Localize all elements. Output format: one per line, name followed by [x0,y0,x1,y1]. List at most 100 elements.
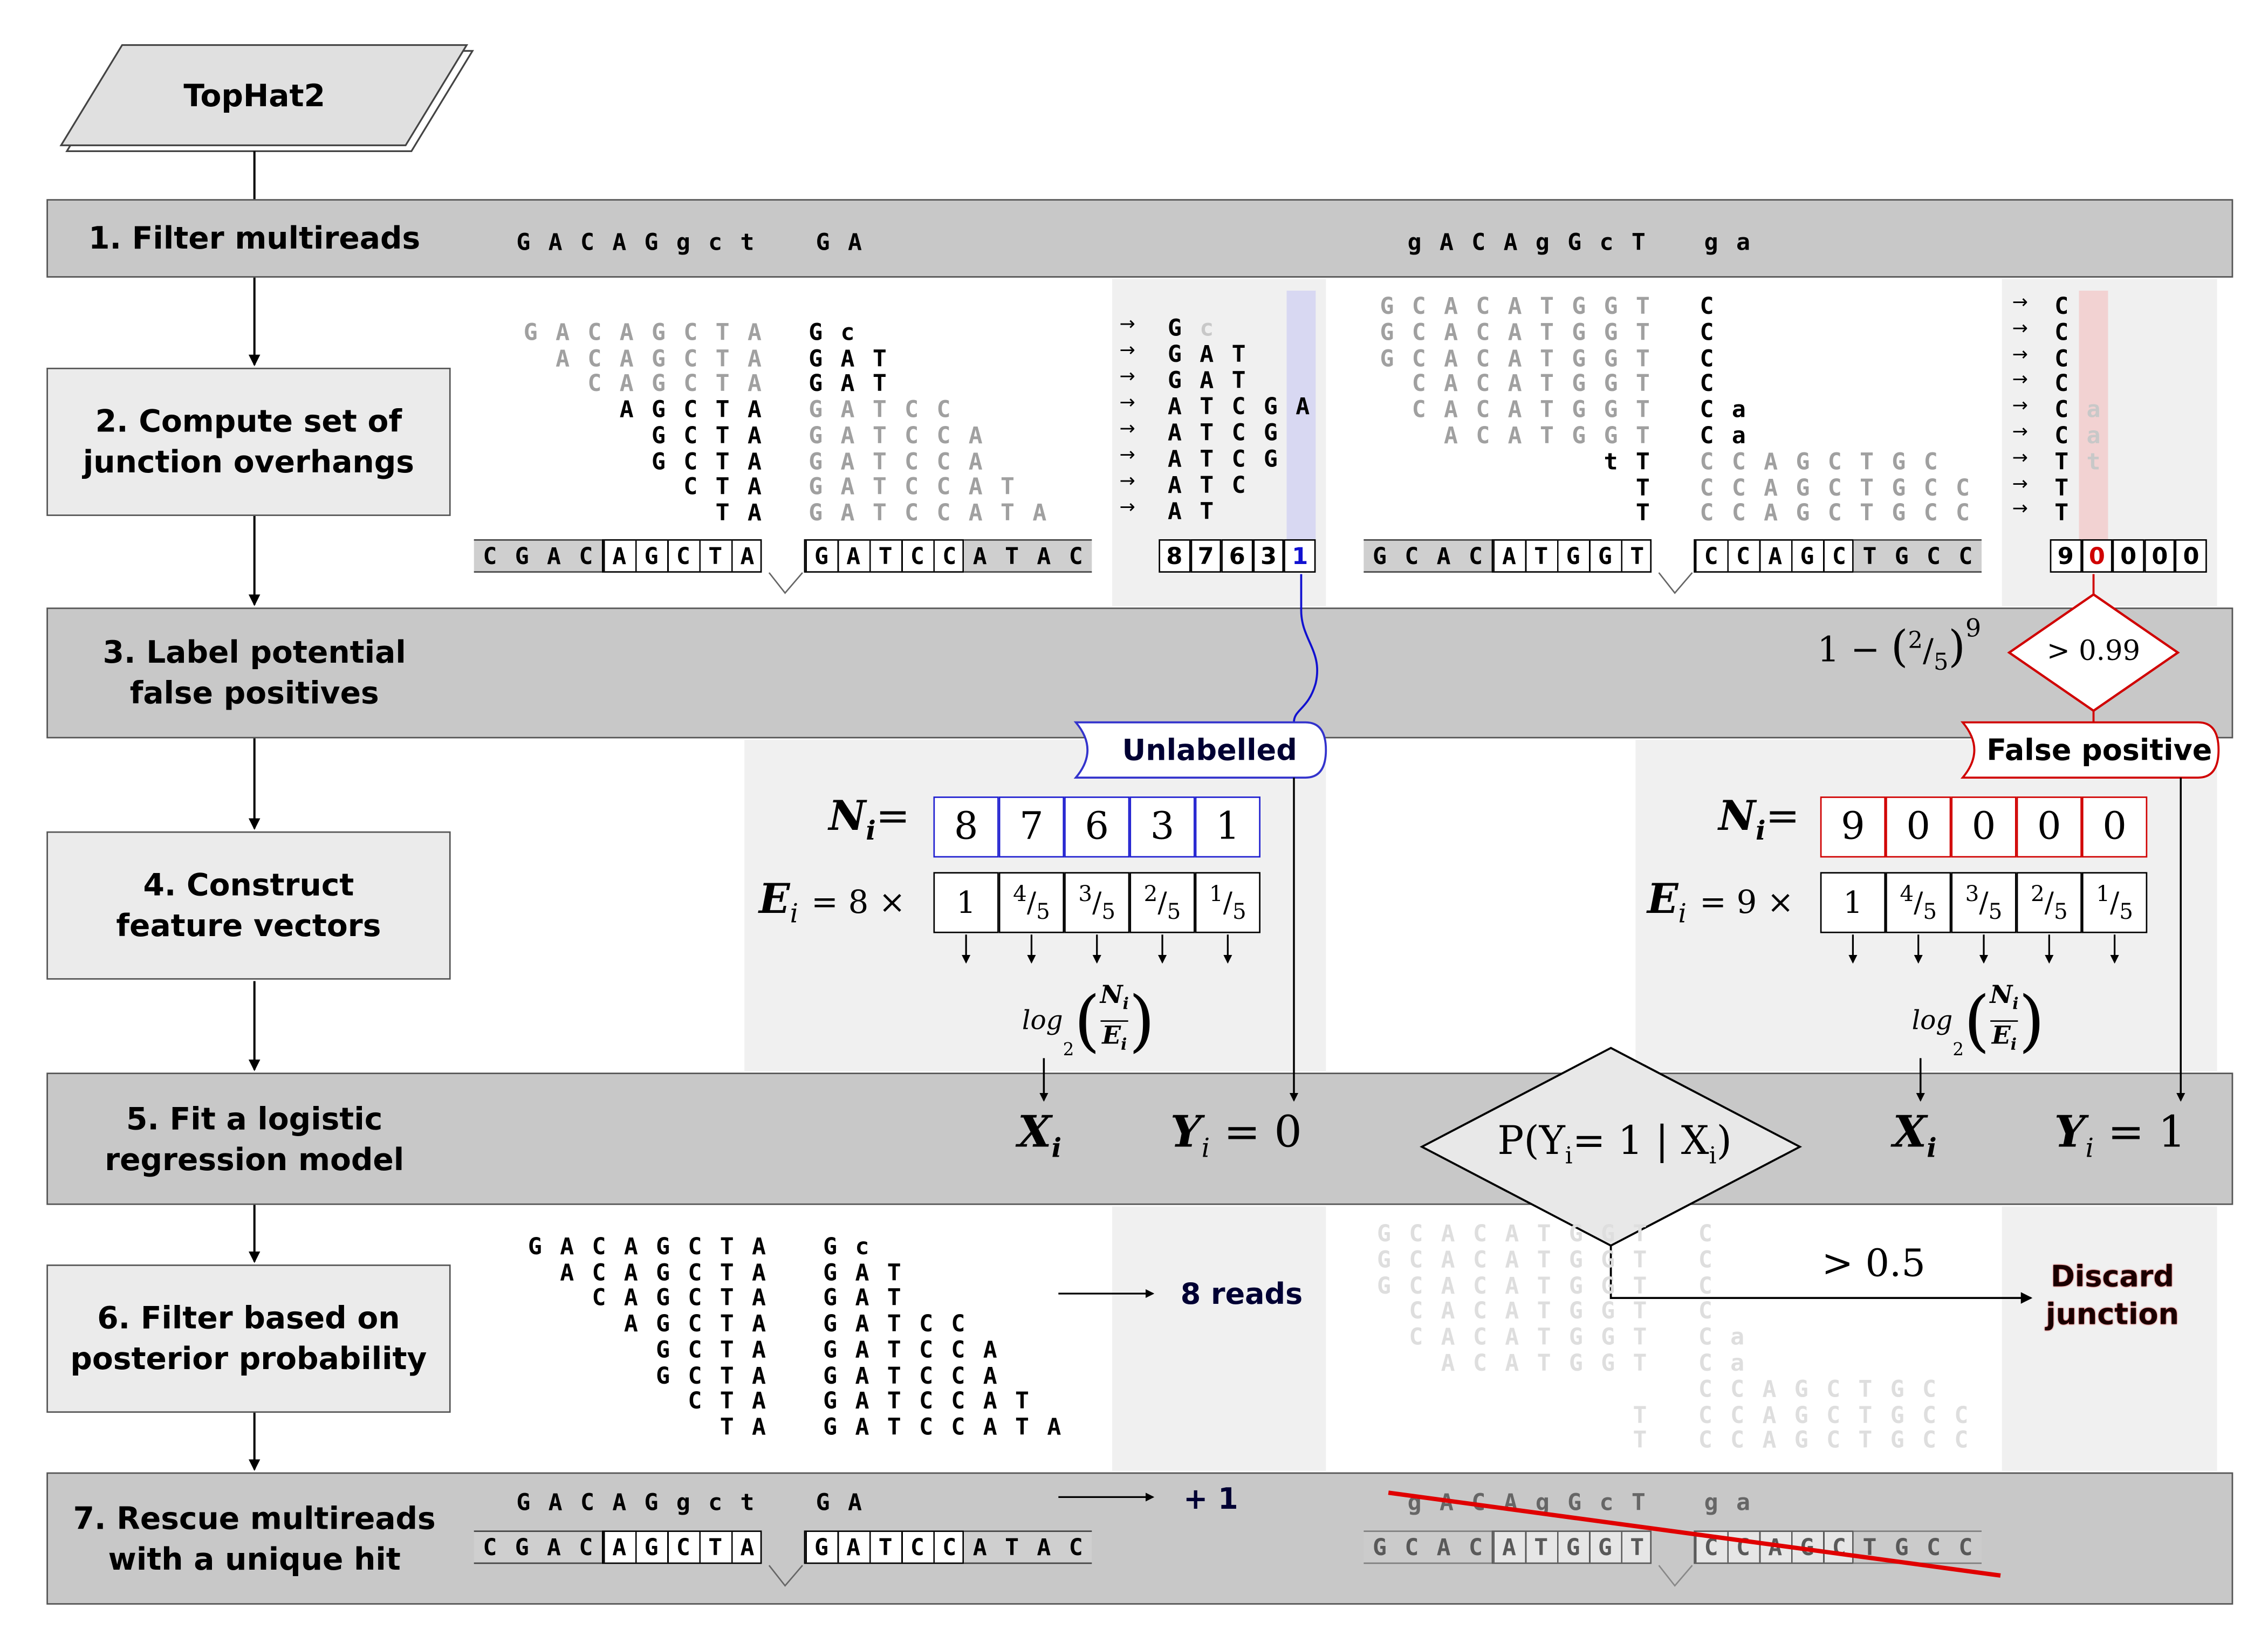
read-right-segment: CCAGCTGCC [1698,1400,1986,1428]
y-variable-b: Yi = 1 [2054,1108,2186,1164]
read-left-segment: GCACATGGT [1380,343,1668,372]
step-text: 6. Filter based on [97,1301,400,1336]
read-right-segment: GAT [823,1284,920,1312]
fraction-den: 5 [1101,898,1116,925]
step-text: junction overhangs [83,444,414,480]
read-right-segment: C [1700,292,1732,320]
read-right-segment: CCAGCTGC [1700,447,1956,475]
subscript: i [1678,899,1687,930]
read-right-segment: Ca [1698,1349,1763,1377]
step-text: with a unique hit [108,1541,401,1577]
arrow-icon: → [1119,418,1135,441]
fraction-den: 5 [1232,898,1246,925]
read-right-segment: C [1700,318,1732,346]
overhang-solid: ATC [1167,471,1264,499]
fraction-slash: / [1223,886,1232,919]
step-text: 2. Compute set of [95,404,402,439]
vector-cell: 1/5 [1195,872,1260,933]
e-label-b: Ei = 9 × [1647,875,1794,930]
fraction-num: 4 [1013,881,1027,907]
overhang-solid: T [2054,499,2087,527]
read-left-segment: ACAGCTA [556,343,780,372]
reference-right-flank: TGCC [1853,539,1982,573]
read-right-segment: Gc [808,318,873,346]
ratio-den: E [1102,1021,1121,1050]
fraction-slash: / [1914,886,1923,919]
fraction-num: 3 [1078,881,1093,907]
hit-right-segment: ga [1704,1488,1769,1516]
fraction: 3/5 [1965,881,2003,924]
hit-right-segment: ga [1704,228,1769,256]
overhang-solid: G [1167,314,1200,342]
step-text: feature vectors [116,908,381,944]
arrow-icon: → [1119,366,1135,388]
log-text: log [1911,1005,1953,1036]
fraction-num: 1 [1209,881,1223,907]
fraction: 2/5 [1144,881,1181,924]
fraction-slash: / [1157,886,1167,919]
reference-left-flank: CGAC [474,539,602,573]
vector-cell: 0 [2081,796,2148,858]
subscript: i [866,816,876,847]
vector-cell: 4/5 [998,872,1065,933]
read-right-segment: Ca [1700,421,1764,449]
read-right-segment: GATCC [808,395,969,423]
ratio-den: E [1991,1021,2011,1050]
read-right-segment: GATCCA [808,421,1001,449]
fraction-slash: / [1092,886,1102,919]
fraction-num: 4 [1900,881,1914,907]
y-variable-a: Yi = 0 [1170,1108,1302,1164]
read-left-segment: GCTA [652,446,780,475]
read-right-segment: GATCCA [823,1335,1016,1363]
vector-cell: 0 [1951,796,2017,858]
count-cell: 3 [1252,539,1285,573]
count-cell: 0 [2144,539,2176,573]
vector-cell: 3/5 [1951,872,2017,933]
arrow-icon: → [2012,343,2028,366]
read-left-segment: ACATGGT [1441,1349,1665,1377]
reference-left-flank: GCAC [1363,539,1492,573]
x-variable-a: Xi [1018,1108,1061,1164]
reference-left-junction-bases: ATGGT [1491,539,1652,573]
arrow-icon: → [2012,395,2028,418]
count-cell: 0 [2081,539,2113,573]
discard-arrow [1609,1246,2033,1304]
hit-right-segment: GA [816,1488,880,1516]
paren: ) [2018,981,2045,1060]
vector-cell: 9 [1820,796,1886,858]
reference-right-junction-bases: CCAGC [1694,1530,1854,1564]
start-label: TopHat2 [183,78,325,113]
step-text: false positives [129,676,379,711]
vector-cell: 7 [998,796,1065,858]
count-cell: 7 [1190,539,1222,573]
read-right-segment: GATCCAT [808,472,1033,500]
fraction-den: 5 [2053,898,2068,925]
read-left-segment: GCACATGGT [1377,1219,1665,1247]
vector-cell: 2/5 [2016,872,2082,933]
read-left-segment: CTA [683,472,780,500]
count-cell: 9 [2050,539,2081,573]
subscript: i [1121,1034,1127,1054]
read-left-segment: ACAGCTA [560,1258,784,1286]
posterior-threshold: > 0.5 [1821,1242,1926,1287]
read-left-segment: GACAGCTA [523,318,780,346]
arrow-icon: → [1119,444,1135,467]
read-right-segment: GAT [808,343,905,372]
read-left-segment: T [1633,1426,1665,1454]
n-symbol: N [1718,792,1756,840]
read-left-segment: T [1635,473,1668,501]
subscript: i [1565,1142,1573,1170]
read-right-segment: GATCCA [808,446,1001,475]
overhang-highlight-b [2079,291,2108,540]
step1-band [46,199,2233,278]
count-cell: 6 [1221,539,1253,573]
filter-panel-a [1112,1206,1326,1471]
arrow-icon: → [1119,497,1135,519]
read-left-segment: GCACATGGT [1380,318,1668,346]
posterior-mid: = 1 | X [1572,1119,1709,1165]
